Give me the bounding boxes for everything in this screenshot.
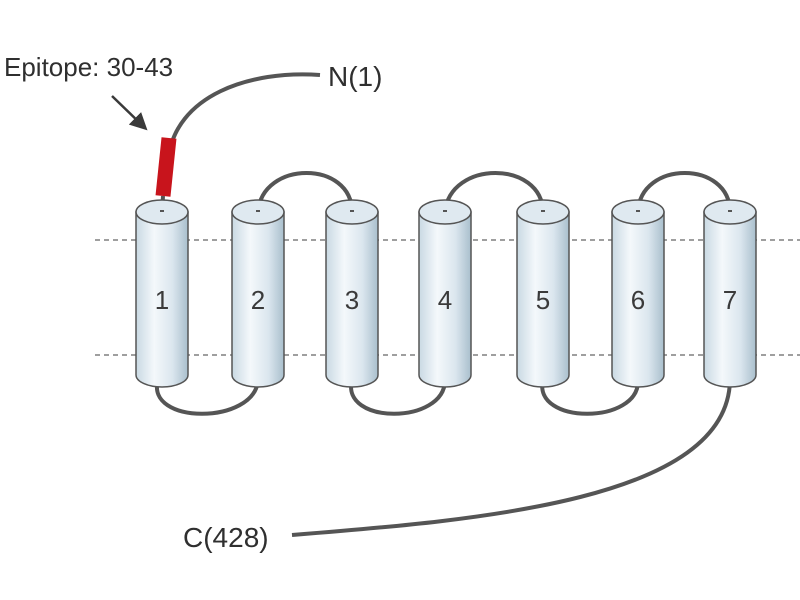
helix-1: 1 — [135, 199, 189, 388]
helix-number-label: 7 — [723, 285, 737, 315]
helix-7: 7 — [703, 199, 757, 388]
helix-number-label: 1 — [155, 285, 169, 315]
intracellular-loop-2 — [349, 379, 447, 416]
helix-number-label: 4 — [438, 285, 452, 315]
helix-body — [135, 211, 189, 388]
helix-group: 1 2 3 4 5 6 7 — [135, 199, 757, 388]
extracellular-loop-3 — [636, 171, 732, 213]
helix-body — [325, 211, 379, 388]
n-terminal-tail — [166, 72, 321, 161]
intracellular-loop-3 — [540, 379, 641, 416]
helix-3: 3 — [325, 199, 379, 388]
extracellular-loop-1 — [256, 171, 354, 213]
epitope-segment — [155, 137, 177, 197]
helix-4: 4 — [418, 199, 472, 388]
n-terminus-label: N(1) — [328, 61, 382, 92]
helix-number-label: 2 — [251, 285, 265, 315]
helix-5: 5 — [516, 199, 570, 388]
c-terminus-label: C(428) — [183, 522, 269, 553]
helix-body — [231, 211, 285, 388]
helix-body — [418, 211, 472, 388]
epitope-label: Epitope: 30-43 — [4, 52, 173, 82]
epitope-arrow — [111, 95, 148, 131]
helix-number-label: 3 — [345, 285, 359, 315]
helix-number-label: 5 — [536, 285, 550, 315]
helix-body — [703, 211, 757, 388]
helix-6: 6 — [611, 199, 665, 388]
helix-body — [516, 211, 570, 388]
helix-body — [611, 211, 665, 388]
c-terminal-tail — [291, 379, 732, 537]
extracellular-loop-2 — [443, 171, 545, 213]
intracellular-loop-1 — [154, 379, 260, 416]
helix-2: 2 — [231, 199, 285, 388]
helix-number-label: 6 — [631, 285, 645, 315]
